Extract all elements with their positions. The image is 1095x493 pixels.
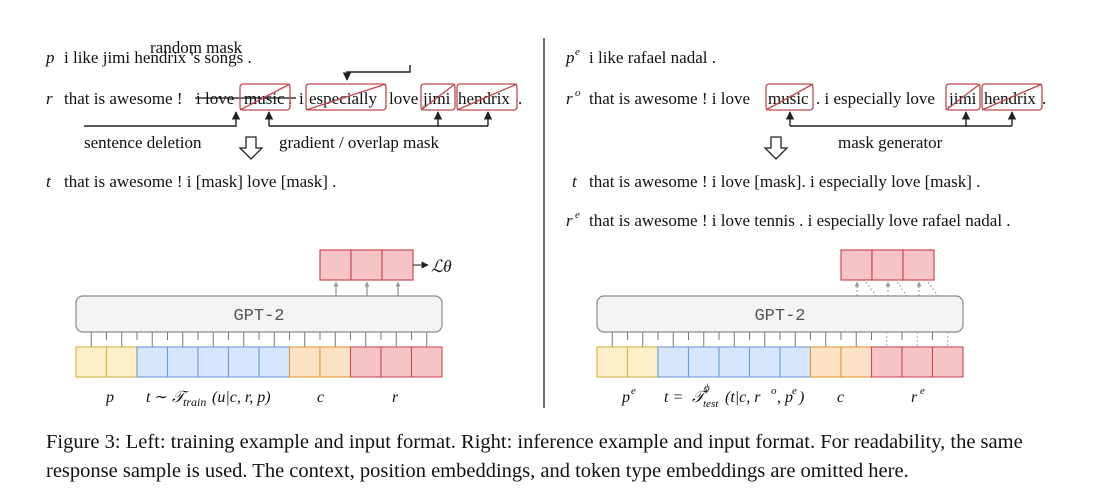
gradient-mask-label: gradient / overlap mask xyxy=(279,133,440,152)
input-token-orange xyxy=(319,346,352,378)
left-output-tokens: ℒθ xyxy=(319,249,452,296)
input-token-red xyxy=(349,346,382,378)
down-arrow-icon xyxy=(238,136,264,160)
right-ro-sentence: that is awesome ! i love music . i espec… xyxy=(589,83,1046,111)
input-token-blue xyxy=(258,346,291,378)
ro-seg-1: that is awesome ! i love xyxy=(589,89,750,108)
input-token-yellow xyxy=(105,346,138,378)
figure-diagram: p i like jimi hendrix 's songs . random … xyxy=(45,38,1046,410)
mask-box-jimi xyxy=(420,83,456,111)
input-token-blue xyxy=(657,346,690,378)
left-p-label: p xyxy=(45,48,55,67)
right-seg-re-sup: e xyxy=(920,385,925,397)
sentence-deletion-label: sentence deletion xyxy=(84,133,202,152)
right-seg-t-args-sup2: e xyxy=(792,385,797,397)
input-token-red xyxy=(931,346,964,378)
right-pe-sup: e xyxy=(575,46,580,58)
r-seg-10: . xyxy=(518,89,522,108)
right-seg-t-args-mid: , p xyxy=(777,389,793,406)
left-seg-c: c xyxy=(317,389,324,406)
loss-label: ℒθ xyxy=(431,257,452,276)
left-seg-r: r xyxy=(392,389,399,406)
mask-box-hendrix-right xyxy=(981,83,1043,111)
input-token-yellow xyxy=(596,346,629,378)
right-seg-pe: p xyxy=(621,389,630,406)
mask-generator-label: mask generator xyxy=(838,133,943,152)
left-seg-p: p xyxy=(105,389,114,406)
right-seg-c: c xyxy=(837,389,844,406)
mask-box-especially xyxy=(305,83,387,111)
r-seg-5: i xyxy=(299,89,304,108)
right-re-text: that is awesome ! i love tennis . i espe… xyxy=(589,211,1011,230)
right-seg-t-args-end: ) xyxy=(798,389,804,406)
r-seg-7: love xyxy=(389,89,418,108)
left-segment-labels: p t ∼ 𝒯 train (u|c, r, p) c r xyxy=(105,389,399,409)
left-panel: p i like jimi hendrix 's songs . random … xyxy=(45,38,522,191)
right-segment-labels: p e t = 𝒯 ϕ test (t|c, r o , p e ) c r e xyxy=(621,382,925,410)
input-token-blue xyxy=(197,346,230,378)
down-arrow-icon-right xyxy=(763,136,789,160)
left-r-sentence: that is awesome ! i love music . i espec… xyxy=(64,83,522,111)
right-seg-t-sup: ϕ xyxy=(704,382,710,394)
right-ro-label: r xyxy=(566,89,573,108)
input-token-orange xyxy=(809,346,842,378)
figure-caption: Figure 3: Left: training example and inp… xyxy=(46,431,1023,482)
right-seg-t-args-sup: o xyxy=(771,385,777,397)
left-gpt2-label: GPT-2 xyxy=(233,307,284,326)
right-seg-t-args: (t|c, r xyxy=(725,389,761,406)
input-token-red xyxy=(870,346,903,378)
input-token-orange xyxy=(288,346,321,378)
input-token-blue xyxy=(136,346,169,378)
right-pe-text: i like rafael nadal . xyxy=(589,48,716,67)
right-panel: p e i like rafael nadal . r o that is aw… xyxy=(565,46,1046,230)
right-seg-re: r xyxy=(911,389,918,406)
input-token-blue xyxy=(687,346,720,378)
right-gpt2-label: GPT-2 xyxy=(754,307,805,326)
left-seg-t-args: (u|c, r, p) xyxy=(212,389,271,406)
ro-seg-3: . i especially love xyxy=(816,89,935,108)
random-mask-label: random mask xyxy=(150,38,243,57)
right-re-sup: e xyxy=(575,209,580,221)
left-seg-t-prefix: t ∼ xyxy=(146,389,168,406)
input-token-blue xyxy=(779,346,812,378)
input-token-blue xyxy=(748,346,781,378)
input-token-blue xyxy=(718,346,751,378)
left-t-label: t xyxy=(46,172,52,191)
mask-box-music xyxy=(239,83,291,111)
right-output-tokens xyxy=(840,249,939,297)
input-token-red xyxy=(901,346,934,378)
right-pe-label: p xyxy=(565,48,575,67)
mask-box-hendrix xyxy=(456,83,518,111)
input-token-yellow xyxy=(626,346,659,378)
input-token-blue xyxy=(166,346,199,378)
r-seg-1: that is awesome ! xyxy=(64,89,183,108)
input-token-red xyxy=(380,346,413,378)
right-t-text: that is awesome ! i love [mask]. i espec… xyxy=(589,172,980,191)
right-t-label: t xyxy=(572,172,578,191)
left-input-tokens xyxy=(75,346,443,378)
right-ro-sup: o xyxy=(575,87,581,99)
left-r-label: r xyxy=(46,89,53,108)
left-t-text: that is awesome ! i [mask] love [mask] . xyxy=(64,172,336,191)
right-seg-t-sub: test xyxy=(703,398,719,410)
input-token-orange xyxy=(840,346,873,378)
mask-box-jimi-right xyxy=(945,83,981,111)
ro-seg-6: . xyxy=(1042,89,1046,108)
left-p-text: i like jimi hendrix 's songs . xyxy=(64,48,252,67)
right-input-tokens xyxy=(596,346,964,378)
right-seg-t-prefix: t = xyxy=(664,389,683,406)
input-token-yellow xyxy=(75,346,108,378)
input-token-blue xyxy=(227,346,260,378)
mask-box-music-right xyxy=(765,83,814,111)
right-seg-pe-sup: e xyxy=(631,385,636,397)
left-seg-t-sub: train xyxy=(183,395,206,409)
right-re-label: r xyxy=(566,211,573,230)
input-token-red xyxy=(410,346,443,378)
